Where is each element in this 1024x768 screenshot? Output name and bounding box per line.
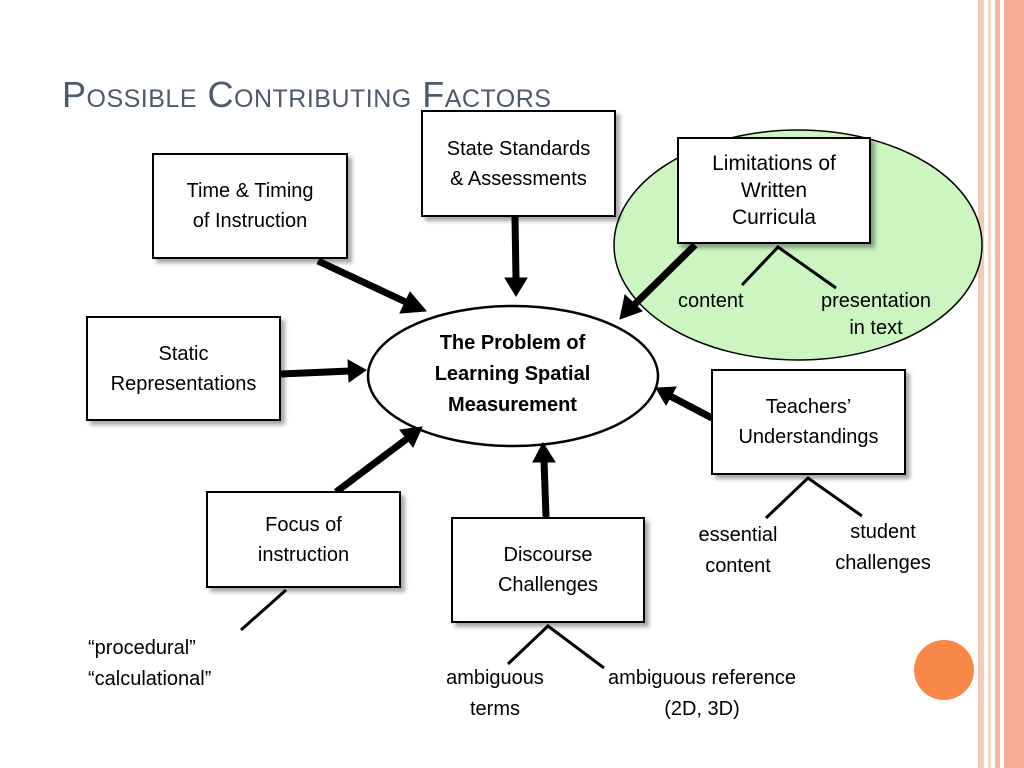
central-problem-label: The Problem of Learning Spatial Measurem… bbox=[370, 328, 655, 421]
decorative-stripe bbox=[978, 0, 984, 768]
factor-static-line-1: Static bbox=[158, 342, 209, 365]
sublabel-student-line-1: student bbox=[850, 521, 916, 543]
factor-discourse-line-2: Challenges bbox=[497, 574, 599, 596]
sublabel-presentation-line-2: in text bbox=[849, 317, 903, 339]
sublabel-content: content bbox=[678, 290, 744, 312]
factor-limitations-box: Limitations of Written Curricula bbox=[677, 137, 871, 244]
factor-standards-line-2: & Assessments bbox=[450, 167, 587, 190]
arrowhead-teachers bbox=[655, 386, 677, 407]
factor-teachers-line-1: Teachers’ bbox=[765, 396, 852, 418]
factor-limitations-line-2: Written bbox=[740, 179, 808, 202]
sublabel-ambiguous-reference: ambiguous reference (2D, 3D) bbox=[590, 663, 814, 725]
decorative-stripe bbox=[995, 0, 1000, 768]
factor-focus-line-2: instruction bbox=[257, 543, 350, 566]
arrow-time bbox=[316, 257, 412, 308]
decorative-stripe bbox=[988, 0, 991, 768]
factor-focus-line-1: Focus of bbox=[265, 513, 342, 536]
factor-teachers-line-2: Understandings bbox=[738, 426, 879, 448]
central-problem-ellipse bbox=[366, 304, 660, 448]
central-problem-line-2: Learning Spatial bbox=[434, 363, 591, 385]
factor-discourse-box: Discourse Challenges bbox=[451, 517, 645, 623]
factor-time-line-2: of Instruction bbox=[192, 210, 308, 232]
sublabel-procedural-calculational: “procedural” “calculational” bbox=[88, 633, 211, 695]
factor-discourse-line-1: Discourse bbox=[503, 544, 593, 566]
sublabel-student-line-2: challenges bbox=[835, 552, 931, 574]
factor-limitations-line-1: Limitations of bbox=[712, 152, 836, 175]
factor-time-line-1: Time & Timing bbox=[186, 180, 314, 202]
sublabel-student-challenges: student challenges bbox=[826, 517, 940, 579]
sublabel-calculational: “calculational” bbox=[88, 668, 212, 690]
arrow-focus bbox=[333, 435, 411, 495]
decorative-orange-circle bbox=[914, 640, 974, 700]
arrow-standards bbox=[511, 216, 520, 281]
sublabel-essential-line-2: content bbox=[705, 555, 771, 577]
factor-teachers-box: Teachers’ Understandings bbox=[711, 369, 906, 475]
factor-focus-box: Focus of instruction bbox=[206, 491, 401, 588]
arrow-static bbox=[280, 367, 351, 378]
sublabel-ambiguous-terms: ambiguous terms bbox=[434, 663, 556, 725]
factor-static-line-2: Representations bbox=[110, 372, 257, 395]
branch-focus bbox=[240, 588, 287, 632]
factor-static-representations-box: Static Representations bbox=[86, 316, 281, 421]
factor-limitations-line-3: Curricula bbox=[731, 206, 816, 229]
central-problem-line-3: Measurement bbox=[448, 394, 577, 416]
sublabel-presentation-line-1: presentation bbox=[820, 290, 932, 312]
sublabel-ambiguous-terms-line-1: ambiguous bbox=[446, 667, 544, 689]
sublabel-ambiguous-ref-line-2: (2D, 3D) bbox=[664, 698, 740, 720]
arrowhead-focus bbox=[399, 426, 423, 448]
factor-state-standards-box: State Standards & Assessments bbox=[421, 110, 616, 217]
branch-discourse bbox=[506, 624, 605, 670]
factor-time-timing-box: Time & Timing of Instruction bbox=[152, 153, 348, 259]
arrowhead-discourse bbox=[532, 442, 556, 463]
central-problem-line-1: The Problem of bbox=[439, 332, 586, 354]
arrow-limitations bbox=[631, 242, 698, 308]
factor-standards-line-1: State Standards bbox=[446, 137, 591, 160]
arrowhead-time bbox=[399, 291, 428, 314]
sublabel-presentation: presentation in text bbox=[808, 286, 944, 344]
sublabel-ambiguous-ref-line-1: ambiguous reference bbox=[608, 667, 796, 689]
arrow-discourse bbox=[540, 459, 550, 518]
sublabel-essential-content: essential content bbox=[686, 520, 790, 582]
sublabel-procedural: “procedural” bbox=[88, 637, 196, 659]
sublabel-ambiguous-terms-line-2: terms bbox=[470, 698, 520, 720]
arrow-teachers bbox=[668, 392, 714, 422]
arrowhead-standards bbox=[504, 277, 528, 297]
slide-title: Possible Contributing Factors bbox=[62, 74, 552, 115]
sublabel-essential-line-1: essential bbox=[698, 524, 778, 546]
branch-teachers bbox=[764, 476, 863, 520]
branch-limitations bbox=[740, 245, 837, 290]
decorative-stripe bbox=[1004, 0, 1024, 768]
arrowhead-static bbox=[347, 359, 367, 383]
arrowhead-limitations bbox=[619, 294, 643, 320]
